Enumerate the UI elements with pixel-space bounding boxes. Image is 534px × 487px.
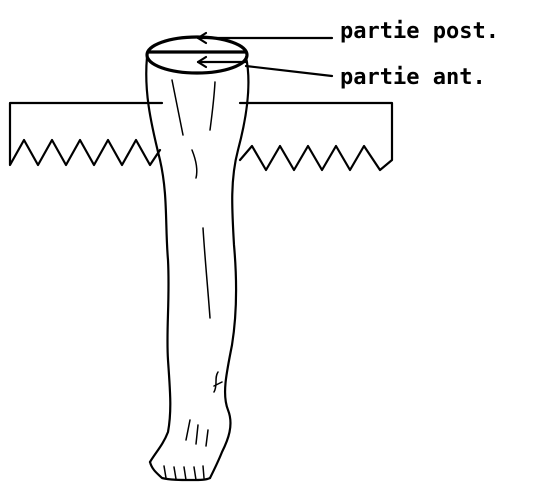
foot-tendons xyxy=(186,420,208,446)
cut-section-ellipse xyxy=(147,37,247,73)
shin-line xyxy=(203,228,210,318)
leg-right-contour xyxy=(210,57,248,478)
toes xyxy=(164,466,204,480)
knee-line xyxy=(192,150,197,178)
leg-left-contour xyxy=(146,57,170,462)
label-partie-ant: partie ant. xyxy=(340,65,486,90)
saw-blade xyxy=(10,103,392,170)
thigh-muscle-line-2 xyxy=(210,82,215,130)
foot-outline xyxy=(150,462,210,480)
saw-blade-right-outline xyxy=(240,103,392,170)
ankle-detail xyxy=(214,372,222,392)
label-partie-post: partie post. xyxy=(340,19,499,44)
saw-blade-left-outline xyxy=(10,103,162,165)
thigh-muscle-line xyxy=(172,80,183,135)
arrow-anterior-line xyxy=(246,66,332,76)
